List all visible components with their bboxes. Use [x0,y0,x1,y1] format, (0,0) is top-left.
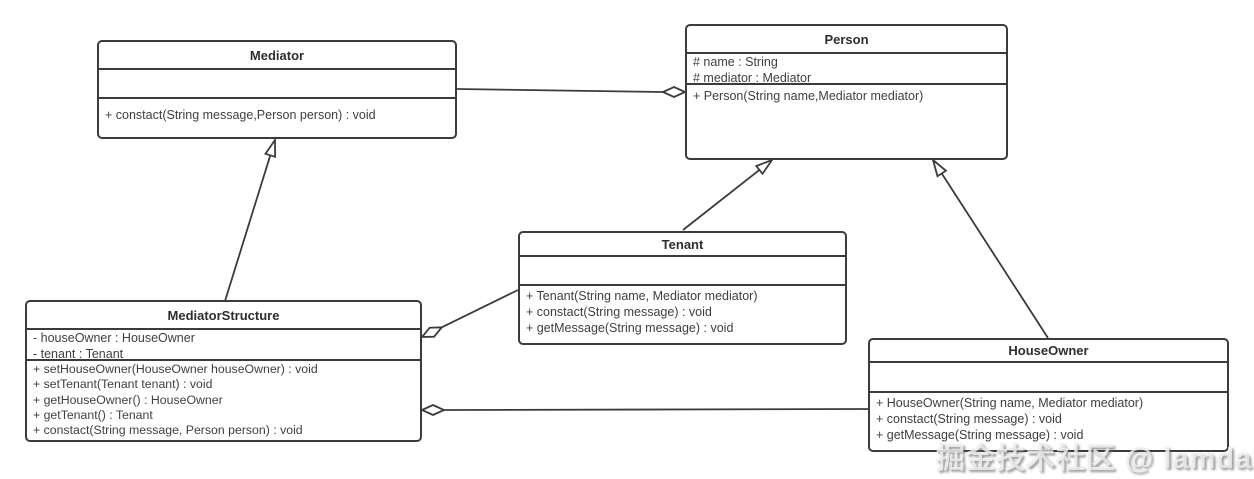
class-person[interactable]: Person # name : String # mediator : Medi… [685,24,1008,160]
methods-section: + HouseOwner(String name, Mediator media… [870,393,1227,450]
attributes-section: - houseOwner : HouseOwner - tenant : Ten… [27,330,420,361]
generalization-mediatorstructure-mediator[interactable] [224,137,277,302]
class-mediator[interactable]: Mediator + constact(String message,Perso… [97,40,457,139]
method: + Person(String name,Mediator mediator) [693,89,924,103]
method: + setHouseOwner(HouseOwner houseOwner) :… [33,362,318,376]
method: + constact(String message, Person person… [33,423,303,438]
attribute: # mediator : Mediator [693,70,812,85]
attributes-section: # name : String # mediator : Mediator [687,54,1006,85]
generalization-houseowner-person[interactable] [931,157,1049,339]
class-title: Tenant [520,233,845,257]
method: + getMessage(String message) : void [876,428,1084,442]
attributes-section [870,363,1227,393]
method: + Tenant(String name, Mediator mediator) [526,289,758,303]
method: + getMessage(String message) : void [526,321,734,335]
aggregation-person-mediator[interactable] [456,86,688,98]
methods-section: + Tenant(String name, Mediator mediator)… [520,286,845,343]
method: + getHouseOwner() : HouseOwner [33,392,223,407]
attributes-section [520,257,845,286]
methods-section: + setHouseOwner(HouseOwner houseOwner) :… [27,361,420,440]
class-mediatorstructure[interactable]: MediatorStructure - houseOwner : HouseOw… [25,300,422,442]
method: + setTenant(Tenant tenant) : void [33,377,213,392]
class-tenant[interactable]: Tenant + Tenant(String name, Mediator me… [518,231,847,345]
aggregation-mediatorstructure-tenant[interactable] [420,289,519,338]
attribute: - houseOwner : HouseOwner [33,331,195,345]
method: + getTenant() : Tenant [33,407,153,422]
method: + constact(String message,Person person)… [105,108,376,122]
attributes-section [99,70,455,99]
attribute: - tenant : Tenant [33,346,124,361]
class-houseowner[interactable]: HouseOwner + HouseOwner(String name, Med… [868,338,1229,452]
method: + HouseOwner(String name, Mediator media… [876,396,1144,410]
aggregation-mediatorstructure-houseowner[interactable] [419,404,869,416]
class-title: HouseOwner [870,340,1227,363]
generalization-tenant-person[interactable] [682,158,775,231]
method: + constact(String message) : void [526,305,712,319]
class-title: Person [687,26,1006,54]
method: + constact(String message) : void [876,412,1062,426]
methods-section: + constact(String message,Person person)… [99,99,455,137]
class-title: Mediator [99,42,455,70]
attribute: # name : String [693,55,778,69]
methods-section: + Person(String name,Mediator mediator) [687,85,1006,158]
class-title: MediatorStructure [27,302,420,330]
